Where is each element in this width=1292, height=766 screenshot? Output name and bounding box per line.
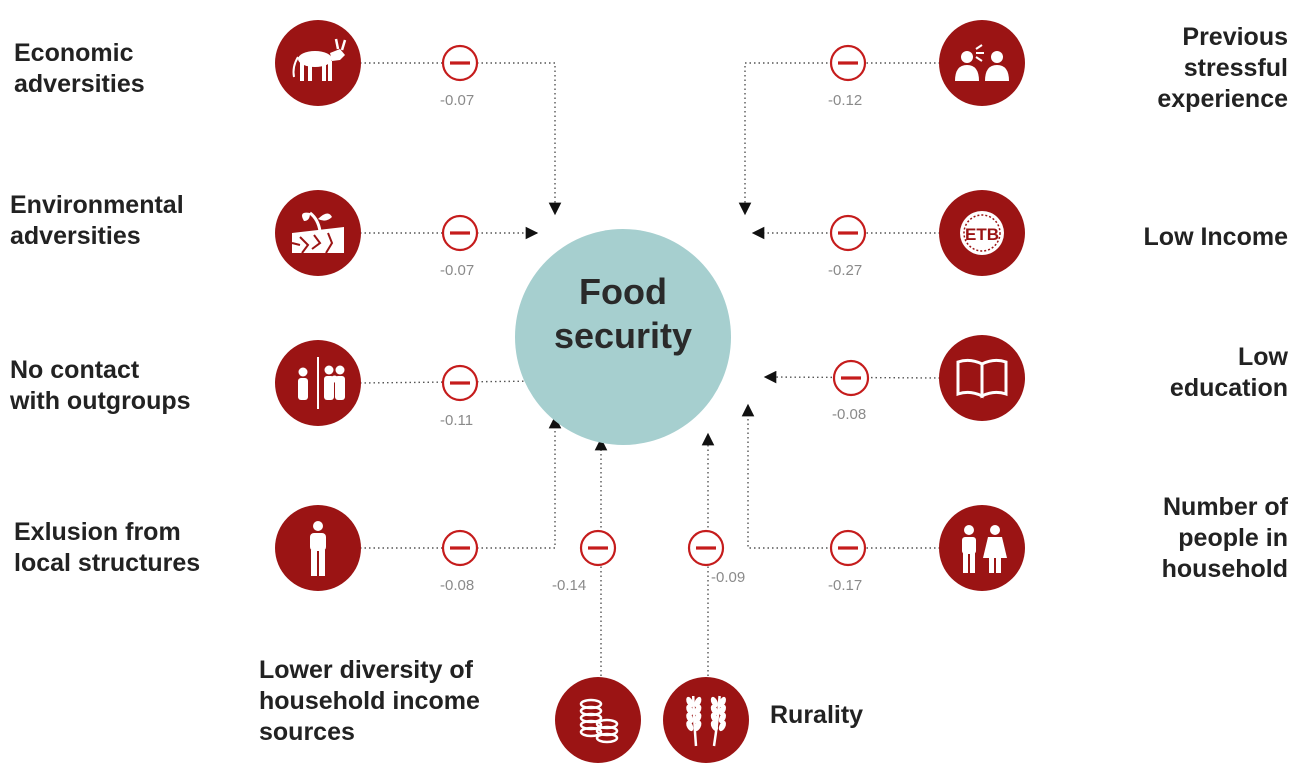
negative-sign-household [829, 529, 867, 567]
label-rurality: Rurality [770, 701, 864, 729]
negative-sign-economic [441, 44, 479, 82]
coefficient-stress: -0.12 [828, 92, 863, 109]
family-icon [939, 505, 1025, 591]
negative-sign-exclusion [441, 529, 479, 567]
connector-economic [360, 62, 562, 216]
coefficient-household: -0.17 [828, 577, 863, 594]
label-economic: Economic adversities [14, 39, 145, 98]
coefficient-exclusion: -0.08 [440, 577, 475, 594]
negative-sign-income-diversity [579, 529, 617, 567]
open-book-icon [939, 335, 1025, 421]
etb-coin-text: ETB [965, 225, 999, 244]
separated-people-icon [275, 340, 361, 426]
coefficient-education: -0.08 [832, 406, 867, 423]
dry-soil-sprout-icon [275, 190, 361, 276]
connector-exclusion [360, 415, 562, 549]
wheat-icon [663, 677, 749, 763]
connector-outgroups [359, 374, 546, 388]
negative-sign-income [829, 214, 867, 252]
coefficient-income-diversity: -0.14 [552, 577, 587, 594]
coefficient-outgroups: -0.11 [440, 412, 474, 429]
negative-sign-outgroups [441, 364, 479, 402]
negative-sign-rurality [687, 529, 725, 567]
label-environmental: Environmental adversities [10, 191, 184, 250]
food-security-title: Food security [553, 271, 693, 356]
negative-sign-education [832, 359, 870, 397]
coefficient-economic: -0.07 [440, 92, 475, 109]
connector-stress [738, 62, 940, 216]
label-outgroups: No contact with outgroups [10, 356, 191, 415]
food-security-node [515, 229, 731, 445]
single-person-icon [275, 505, 361, 591]
cow-icon [275, 20, 361, 106]
etb-coin-icon: ETB [939, 190, 1025, 276]
label-household: Number of people in household [1161, 493, 1288, 583]
factor-nodes: ETB [275, 20, 1025, 763]
coin-stacks-icon [555, 677, 641, 763]
label-exclusion: Exlusion from local structures [14, 518, 201, 577]
connector-household [741, 403, 940, 549]
coefficient-rurality: -0.09 [711, 569, 746, 586]
coefficient-income: -0.27 [828, 262, 863, 279]
negative-sign-stress [829, 44, 867, 82]
label-education: Low education [1169, 343, 1288, 402]
label-stress: Previous stressful experience [1157, 23, 1288, 113]
label-income: Low Income [1143, 223, 1288, 251]
shouting-people-icon [939, 20, 1025, 106]
negative-sign-environmental [441, 214, 479, 252]
coefficient-environmental: -0.07 [440, 262, 475, 279]
label-income-diversity: Lower diversity of household income sour… [259, 656, 480, 746]
